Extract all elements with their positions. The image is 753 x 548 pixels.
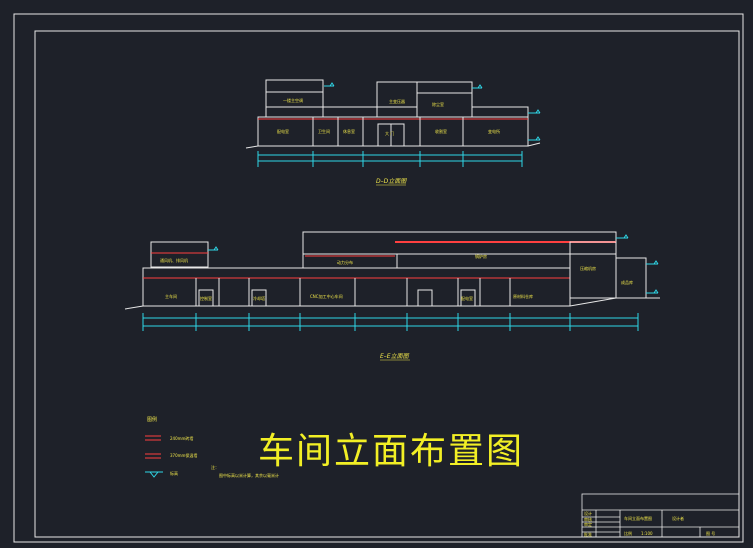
ee-room-label: 通风机、排风机 [160, 257, 188, 263]
dd-dimension-line [257, 151, 523, 167]
legend-item-label: 240mm砖墙 [170, 435, 193, 441]
legend: 图例 240mm砖墙 370mm保温墙 标高 [145, 416, 197, 478]
ee-room-label: 成品库 [621, 279, 633, 285]
dd-room-label: 变电所 [488, 128, 500, 134]
title-block-drawing-name: 车间立面布置图 [624, 515, 652, 521]
title-block-row-label: 设计 [584, 510, 592, 516]
ee-room-label: CNC加工中心车间 [310, 293, 343, 299]
title-block-sheet-label: 比例 [624, 530, 632, 536]
elevation-marker-icon [145, 471, 163, 478]
ee-room-label: 配电室 [461, 295, 473, 301]
title-block-row-label: 审核 [584, 516, 592, 522]
ee-room-label: 压缩机房 [580, 265, 596, 271]
title-block-row-label: 批准 [584, 531, 592, 537]
ee-room-label: 冷却塔 [253, 295, 265, 301]
title-block-designer: 设计者 [672, 515, 684, 521]
dd-room-label: 休息室 [343, 128, 355, 134]
title-block-sheet-no: 图 号 [706, 530, 715, 536]
inner-frame [34, 30, 740, 538]
ee-room-label: 主车间 [165, 293, 177, 299]
dd-room-labels: 一楼主空调 主变压器 除尘室 配电室 卫生间 休息室 大 门 收割室 变电所 [277, 97, 500, 136]
title-block-row-label: 审定 [584, 521, 592, 527]
dd-room-label: 配电室 [277, 128, 289, 134]
ee-right-annex [615, 257, 647, 299]
dd-room-label: 除尘室 [432, 101, 444, 107]
legend-item-label: 370mm保温墙 [170, 452, 197, 458]
legend-heading: 图例 [147, 416, 157, 423]
notes-line: 图中标高以米计算，其余以毫米计 [219, 472, 279, 478]
dd-room-label: 收割室 [435, 128, 447, 134]
double-red-line-icon [145, 453, 161, 459]
ee-room-label: 动力分布 [337, 259, 353, 265]
legend-item-label: 标高 [170, 470, 178, 476]
ee-room-label: 控制室 [200, 295, 212, 301]
outer-frame [13, 13, 744, 543]
dd-room-label: 卫生间 [318, 128, 330, 134]
title-block-scale: 1:100 [641, 531, 653, 536]
elevation-marker-icon [324, 82, 335, 87]
ee-dimension-line [142, 313, 639, 331]
double-red-line-icon [145, 435, 161, 441]
ee-room-label: 原材料仓库 [513, 293, 533, 299]
title-block [581, 493, 740, 538]
ee-room-label: 锅炉房 [475, 253, 487, 259]
ee-view-caption: E–E立面图 [380, 352, 410, 360]
drawing-title: 车间立面布置图 [258, 431, 525, 472]
ee-upper-left-box [150, 241, 209, 268]
dd-mid-box [416, 92, 473, 118]
ee-room-labels: 通风机、排风机 动力分布 锅炉房 主车间 控制室 冷却塔 CNC加工中心车间 配… [160, 253, 633, 301]
dd-room-label: 大 门 [385, 130, 394, 136]
dd-elevation [245, 79, 541, 149]
dd-room-label: 一楼主空调 [283, 97, 303, 103]
dd-room-label: 主变压器 [389, 98, 405, 104]
ee-elevation [124, 231, 660, 310]
dd-view-caption: D–D立面图 [376, 177, 407, 185]
dd-upper-box-right [416, 81, 473, 94]
notes-heading: 注： [211, 464, 219, 470]
